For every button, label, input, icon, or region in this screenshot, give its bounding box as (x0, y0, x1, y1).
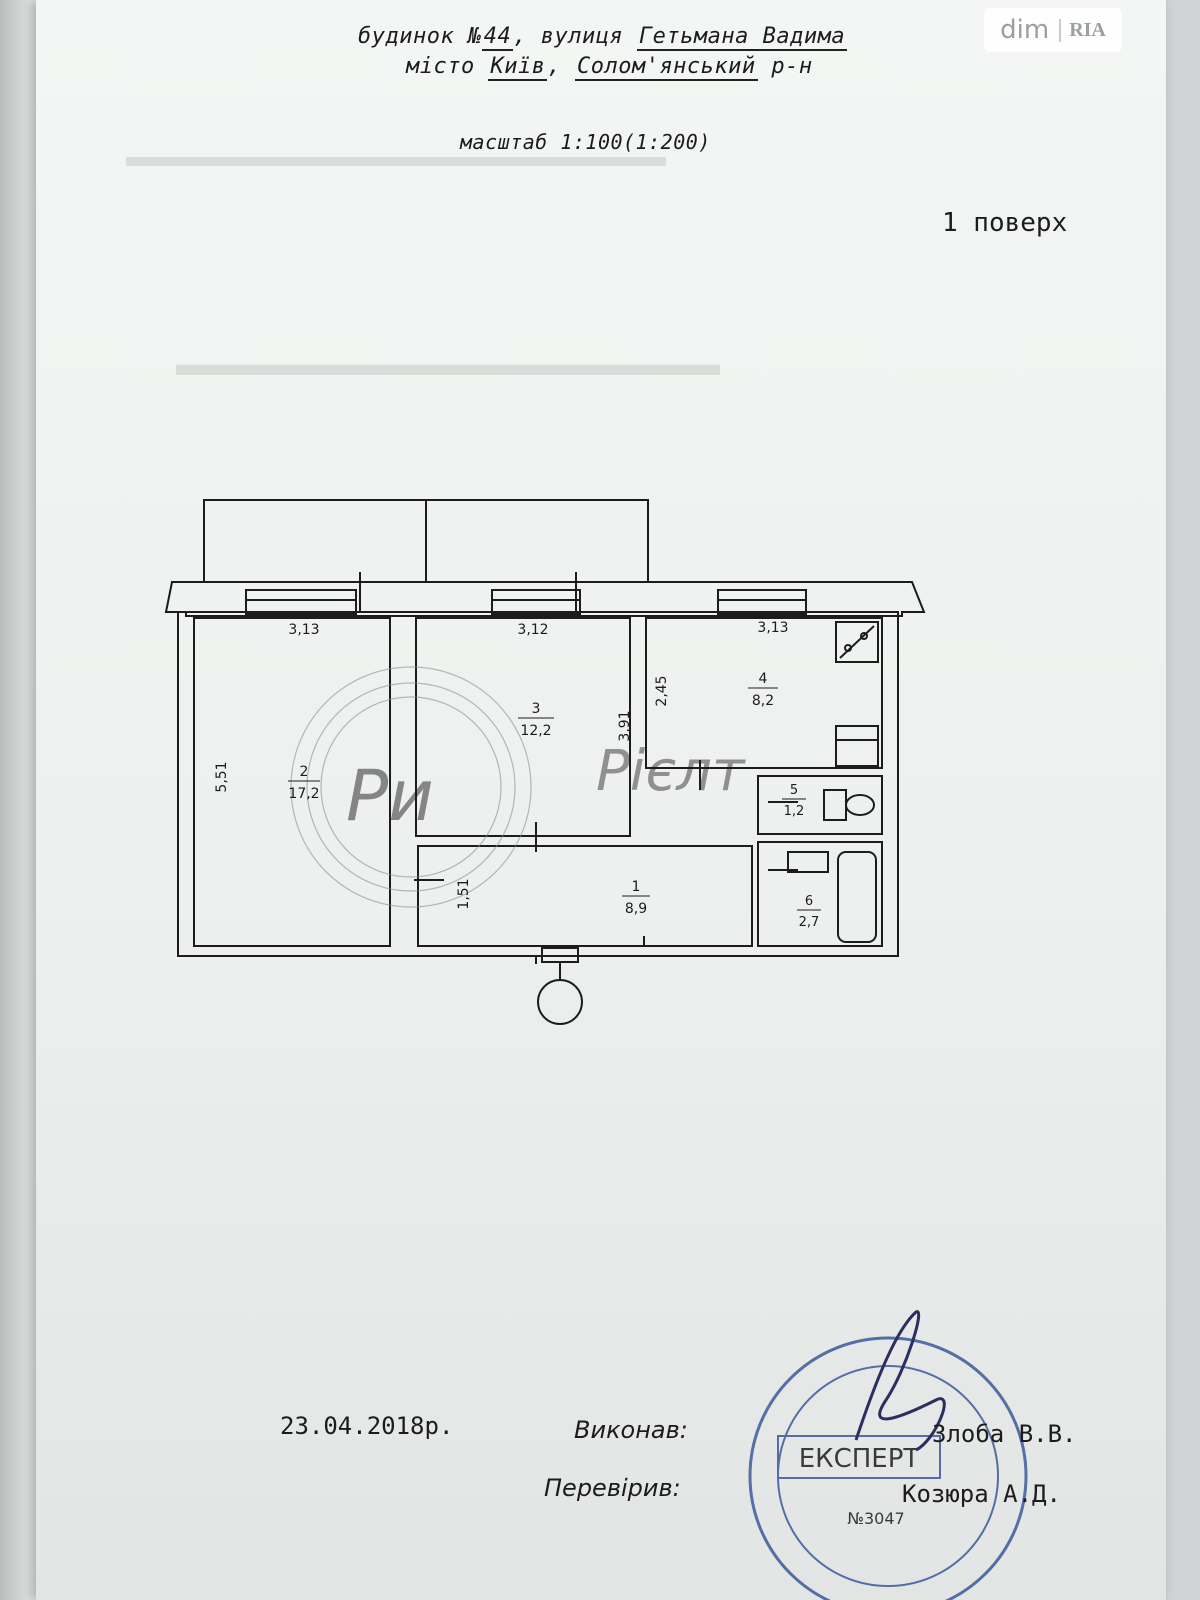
document-page: dim RIA будинок №44, вулиця Гетьмана Вад… (36, 0, 1166, 1600)
room-5-number: 5 (790, 783, 798, 798)
room-4-outline (645, 617, 883, 769)
address-separator: , (547, 54, 575, 79)
room-label-1: 1 8,9 (622, 879, 650, 917)
dim-ria-logo: dim RIA (984, 8, 1122, 52)
room-1-area: 8,9 (625, 901, 647, 917)
ghost-text-2: ▬▬▬▬▬▬▬▬▬▬▬▬▬▬▬▬ (176, 346, 720, 383)
room-label-5: 5 1,2 (782, 783, 806, 819)
checked-name: Козюра А.Д. (902, 1480, 1061, 1508)
bathtub-fixture (837, 851, 877, 943)
floor-plan: Ри Рієлт 3,13 3,12 3,13 5,51 3,91 2,45 1… (164, 499, 1028, 1600)
room-label-6: 6 2,7 (797, 894, 821, 930)
room-3-outline (415, 617, 631, 837)
address-street-prefix: , вулиця (513, 24, 637, 49)
room-4-number: 4 (759, 671, 768, 687)
room-1-outline (417, 845, 753, 947)
room-2-number: 2 (300, 764, 309, 780)
logo-ria-text: RIA (1059, 18, 1106, 42)
room-5-outline (757, 775, 883, 835)
room-6-area: 2,7 (799, 915, 820, 930)
window-room3 (491, 589, 581, 615)
room-6-number: 6 (805, 894, 813, 909)
address-house-prefix: будинок № (358, 24, 482, 49)
balcony-left (203, 499, 427, 583)
house-number: 44 (481, 24, 514, 51)
performed-label: Виконав: (574, 1416, 688, 1444)
performed-name: Злоба В.В. (932, 1420, 1077, 1448)
dim-room3-width: 3,12 (517, 622, 548, 638)
signature (854, 1310, 946, 1452)
street-name: Гетьмана Вадима (636, 24, 848, 51)
room-1-number: 1 (632, 879, 641, 895)
scale-label: масштаб 1:100(1:200) (460, 130, 711, 154)
dim-room4-width: 3,13 (757, 620, 788, 636)
room-label-3: 3 12,2 (518, 701, 554, 739)
stamp-text: ЕКСПЕРТ (799, 1444, 920, 1474)
stove-fixture (835, 621, 879, 663)
document-date: 23.04.2018р. (280, 1412, 454, 1440)
room-5-area: 1,2 (784, 804, 805, 819)
district-name: Солом'янський (574, 54, 758, 81)
room-4-area: 8,2 (752, 693, 774, 709)
room-3-area: 12,2 (520, 723, 551, 739)
dim-room2-length: 5,51 (214, 761, 230, 792)
address-line-1: будинок №44, вулиця Гетьмана Вадима (358, 24, 848, 51)
room-label-4: 4 8,2 (748, 671, 778, 709)
dim-hall-width: 1,51 (456, 878, 472, 909)
logo-dim-text: dim (1000, 15, 1050, 45)
district-suffix: р-н (757, 54, 813, 79)
outer-wall (177, 611, 899, 957)
room-6-outline (757, 841, 883, 947)
toilet-fixture (823, 789, 847, 821)
dim-room2-width: 3,13 (288, 622, 319, 638)
ghost-text-1: ▬▬▬▬▬▬▬▬▬▬▬▬▬▬▬▬▬▬ (126, 140, 666, 173)
city-name: Київ (488, 54, 548, 81)
dim-room3-length: 3,91 (617, 710, 633, 741)
room-label-2: 2 17,2 (288, 764, 320, 802)
floor-label: 1 поверх (942, 208, 1068, 238)
stamp-number: №3047 (847, 1509, 904, 1528)
window-room4 (717, 589, 807, 615)
dim-room4-length: 2,45 (654, 675, 670, 706)
entrance-marker (537, 979, 583, 1025)
room-3-number: 3 (532, 701, 541, 717)
watermark-word: Рієлт (596, 739, 746, 804)
watermark-monogram: Ри (346, 755, 434, 837)
washbasin-fixture (787, 851, 829, 873)
official-stamp: ЕКСПЕРТ №3047 (748, 1336, 1028, 1600)
address-city-prefix: місто (406, 54, 489, 79)
address-line-2: місто Київ, Солом'янський р-н (406, 54, 813, 81)
agency-watermark (290, 666, 532, 908)
sink-fixture (835, 725, 879, 767)
checked-label: Перевірив: (544, 1474, 681, 1502)
balcony-right (425, 499, 649, 583)
window-room2 (245, 589, 357, 615)
facade-slab (164, 581, 926, 617)
room-2-outline (193, 617, 391, 947)
room-2-area: 17,2 (288, 786, 319, 802)
